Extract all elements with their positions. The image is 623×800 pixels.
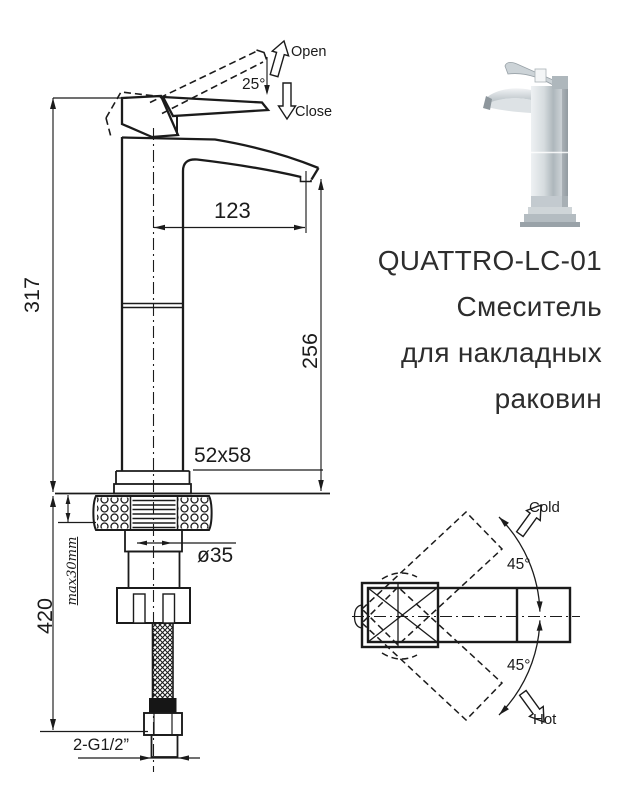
open-label: Open bbox=[291, 44, 327, 60]
knurl-texture bbox=[97, 497, 209, 529]
dim-max-counter-thickness: max30mm bbox=[65, 536, 80, 606]
open-arrow-icon bbox=[269, 39, 290, 78]
product-type-line1: для накладных bbox=[401, 337, 602, 368]
hot-label: Hot bbox=[533, 711, 557, 728]
dim-body-section: 52x58 bbox=[194, 444, 252, 467]
swing-angle-bottom-label: 45° bbox=[507, 657, 531, 674]
dim-outlet-height: 256 bbox=[298, 333, 322, 369]
faucet-top-view bbox=[352, 503, 580, 724]
handle-angle-label: 25° bbox=[242, 76, 266, 93]
dimension-lines bbox=[40, 57, 330, 759]
cold-arrow-icon bbox=[515, 503, 542, 538]
dim-thread: 2-G1/2” bbox=[73, 736, 129, 754]
dim-shank-diameter: ø35 bbox=[197, 544, 234, 567]
product-title-block: QUATTRO-LC-01 Смеситель для накладных ра… bbox=[320, 238, 602, 422]
swing-angle-top-label: 45° bbox=[507, 556, 531, 573]
handle-swing-dashed bbox=[360, 510, 504, 722]
handle-open-dashed bbox=[105, 50, 264, 140]
product-photo bbox=[483, 62, 580, 227]
faucet-side-view bbox=[93, 96, 319, 757]
close-label: Close bbox=[295, 104, 333, 120]
dimension-arrowheads bbox=[50, 85, 324, 761]
side-view-outlines bbox=[92, 94, 320, 758]
braided-hose bbox=[149, 622, 177, 713]
close-arrow-icon bbox=[277, 82, 297, 121]
product-name: Смеситель bbox=[456, 291, 602, 322]
swing-arc bbox=[498, 516, 541, 716]
dim-below-counter: 420 bbox=[33, 598, 57, 634]
hot-arrow-icon bbox=[518, 689, 545, 724]
photo-spout bbox=[484, 88, 531, 107]
dim-total-height: 317 bbox=[20, 277, 44, 313]
product-type-line2: раковин bbox=[494, 383, 602, 414]
dim-spout-reach: 123 bbox=[214, 198, 251, 223]
product-code: QUATTRO-LC-01 bbox=[377, 245, 602, 276]
cold-label: Cold bbox=[529, 499, 560, 516]
